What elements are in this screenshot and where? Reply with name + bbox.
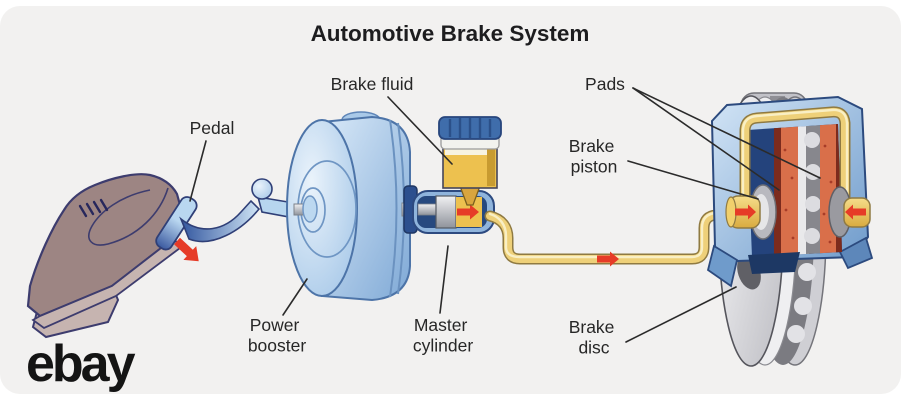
speck [829,180,833,184]
label-pedal: Pedal [190,118,235,138]
vent-slot [805,196,821,212]
shoe-vamp-seam [88,187,169,246]
part-labels: Pedal Brake fluid Pads Brake piston Powe… [190,74,626,358]
disc-vent-in-window [806,124,820,257]
leader-lines [189,87,821,343]
crossover-tube [741,107,849,203]
pedal-pivot-ball [251,178,273,200]
power-booster [286,111,411,302]
vent-slot [787,325,805,343]
caliper-bottom-bracket [748,252,800,274]
caliper-foot-left [706,244,739,288]
disc-ring-in-window [798,124,809,257]
vent-slot [804,228,820,244]
brake-piston-right [828,186,871,238]
lace [85,202,95,216]
leader-master-cylinder [439,245,449,314]
pad-backing-left [774,124,781,257]
reservoir-shade [487,147,495,186]
caliper-crossover-line [739,106,851,205]
speck [791,236,795,240]
leader-brake-fluid [387,96,453,165]
leader-pedal [189,140,207,202]
pad-texture [783,144,833,244]
label-brake-fluid: Brake fluid [331,74,414,94]
speck [823,144,827,148]
reservoir-fill-line [445,147,495,155]
piston-cap-face [725,196,737,228]
speck [790,176,794,180]
lace [78,204,88,218]
cylinder-piston [435,195,457,229]
label-pads: Pads [585,74,625,94]
booster-hub [302,195,318,223]
piston-flow-arrow-left [735,204,756,220]
brake-line-flow-arrow [597,251,619,267]
speck [828,240,832,244]
leader-brake-disc [625,286,737,343]
speck [784,208,788,212]
lace [99,198,109,212]
label-master-cylinder: Master cylinder [413,315,473,356]
leader-pads-1 [632,87,780,191]
master-cylinder [401,185,495,234]
caliper-foot-right [838,236,874,270]
brake-line-tube [486,210,738,263]
crossover-highlight [741,108,849,201]
shoe-sole [31,236,182,330]
lace [92,200,102,214]
master-cylinder-flow-arrow [457,204,479,220]
pedal-force-arrow [174,237,199,262]
ebay-logo: ebay [26,335,136,393]
pedal-pad [155,196,198,251]
vent-slot [798,263,816,281]
vent-slot [804,132,820,148]
leader-brake-piston [627,160,759,200]
booster-groove [389,119,398,298]
diagram-title: Automotive Brake System [311,21,590,46]
label-power-booster: Power booster [248,315,307,356]
brake-pad-left [781,124,798,257]
brake-piston-left [725,184,777,240]
speck [822,212,826,216]
speck [783,148,787,152]
pedal-arm [179,199,261,243]
reservoir-cap-ribs [448,118,492,138]
label-brake-piston: Brake piston [569,136,620,177]
vent-slot [794,297,812,315]
label-brake-disc: Brake disc [569,317,620,358]
leader-pads-2 [632,87,821,179]
brake-line-highlight [488,210,734,259]
shoe-laces [78,198,109,218]
shoe [26,173,185,339]
brake-fluid-reservoir [438,116,502,206]
brake-line [484,208,740,267]
piston-flow-arrow-right [845,204,866,220]
leader-power-booster [282,278,308,316]
